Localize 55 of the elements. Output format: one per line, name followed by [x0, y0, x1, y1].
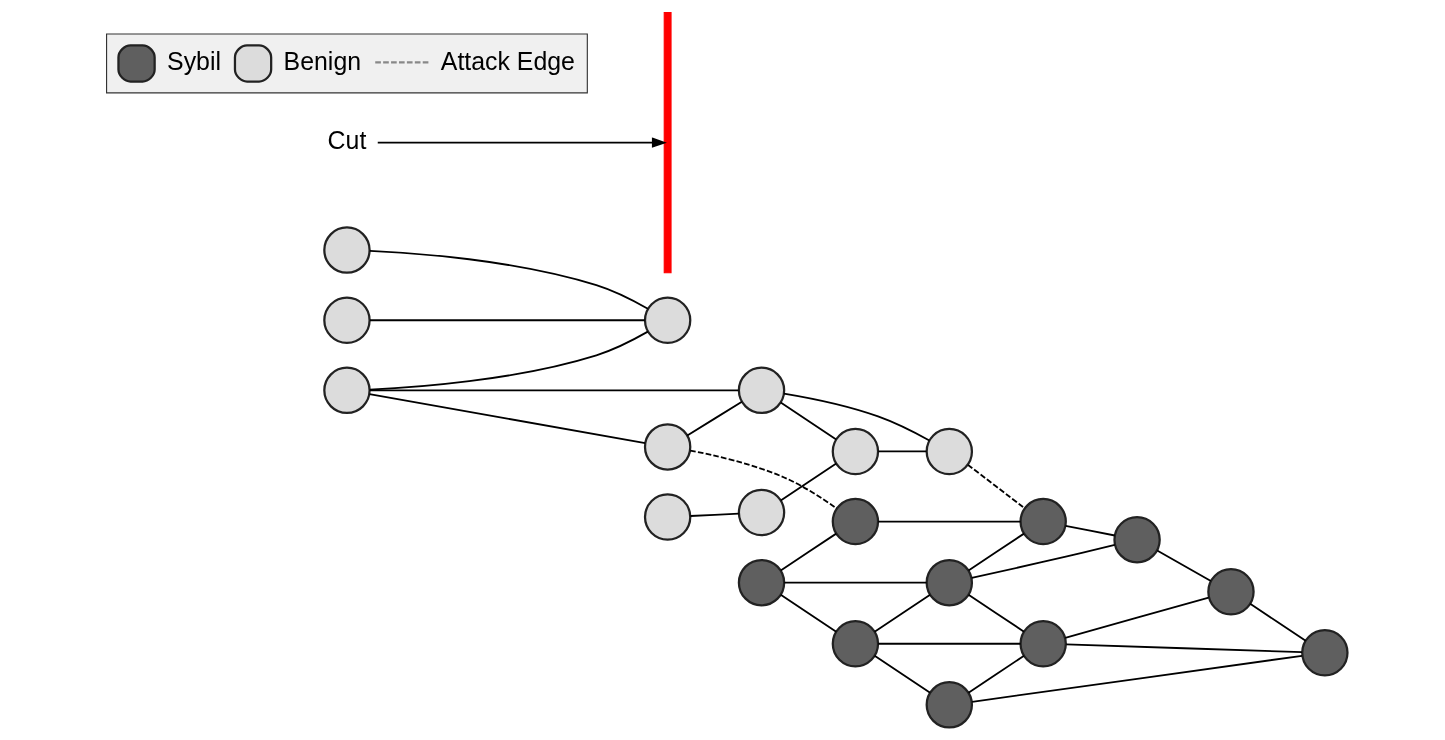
node-circle: [1301, 629, 1349, 677]
connector: [368, 249, 649, 310]
connector: [967, 532, 1025, 572]
node-circle: [643, 296, 692, 344]
connector: [368, 393, 647, 445]
node-circle: [925, 427, 974, 476]
connector: [967, 654, 1025, 694]
connector: [779, 532, 838, 572]
connector: [1156, 549, 1212, 582]
connector: [368, 389, 740, 392]
connector: [1064, 524, 1116, 537]
node-circle: [737, 488, 786, 537]
connector: [779, 401, 838, 441]
legend-label: Sybil: [167, 46, 222, 75]
legend-label: Benign: [283, 46, 362, 75]
connector: [783, 581, 928, 584]
node-circle: [925, 558, 974, 607]
connector: [1065, 643, 1303, 653]
node-circle: [1207, 567, 1255, 616]
connector: [1249, 602, 1307, 642]
node-circle: [1019, 620, 1067, 668]
node-circle: [737, 558, 786, 607]
node-circle: [831, 427, 880, 476]
node-circle: [323, 296, 371, 344]
connector: [967, 464, 1026, 510]
legend-label: Attack Edge: [440, 46, 575, 75]
connector: [686, 400, 743, 437]
connector: [779, 593, 838, 633]
node-circle: [925, 681, 974, 729]
node-text: Cut: [327, 125, 367, 154]
node-circle: [323, 366, 371, 415]
node-circle: [643, 423, 692, 471]
connector: [873, 654, 931, 694]
node-circle: [831, 497, 880, 546]
connector: [877, 642, 1022, 645]
connector: [779, 462, 838, 502]
connector: [1064, 596, 1210, 639]
connector: [970, 544, 1116, 579]
connector: [877, 450, 928, 453]
connector: [689, 449, 838, 510]
connector: [873, 593, 931, 633]
node-bar: [663, 12, 672, 274]
arrow: [376, 137, 667, 148]
connector: [877, 520, 1022, 523]
node-circle: [323, 226, 371, 274]
connector: [369, 319, 646, 322]
node-circle: [737, 366, 786, 415]
node-circle: [1113, 515, 1161, 564]
node-circle: [1019, 497, 1067, 546]
connector: [783, 392, 931, 442]
node-circle: [643, 493, 692, 541]
connector: [689, 512, 740, 517]
connector: [967, 593, 1025, 633]
node-circle: [831, 620, 880, 668]
connector: [971, 654, 1303, 703]
